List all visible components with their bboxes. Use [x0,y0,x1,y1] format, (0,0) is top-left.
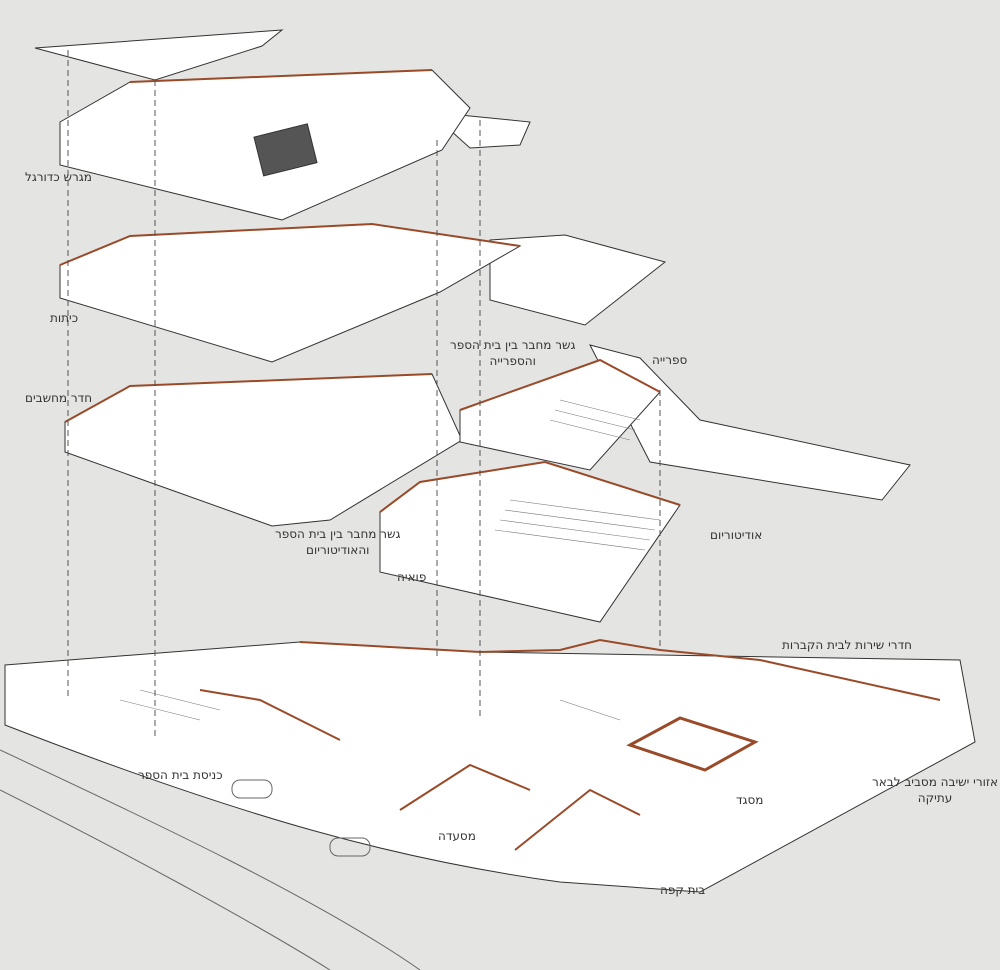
label-bridge-auditorium-line1: גשר מחבר בין בית הספר [275,527,401,541]
label-bridge-auditorium: גשר מחבר בין בית הספר והאודיטוריום [275,526,400,558]
roof-plane [34,29,284,81]
label-bridge-library-line1: גשר מחבר בין בית הספר [450,338,576,352]
label-cemetery-service-rooms: חדרי שירות לבית הקברות [782,638,912,652]
auditorium-block [379,461,681,623]
label-auditorium: אודיטוריום [710,528,763,542]
ground-plane-2 [489,234,667,326]
ground-plane [4,641,976,893]
label-foyer: פואיה [397,570,427,584]
label-computer-room: חדר מחשבים [25,391,93,405]
library-plane [589,344,911,501]
label-restaurant: מסעדה [438,829,476,843]
label-library: ספרייה [652,353,688,367]
label-bridge-library: גשר מחבר בין בית הספר והספרייה [450,337,575,369]
label-bridge-auditorium-line2: והאודיטוריום [306,543,370,557]
label-mosque: מסגד [736,793,764,807]
label-football-field: מגרש כדורגל [25,170,92,184]
label-classrooms: כיתות [50,311,79,325]
label-school-entrance: כניסת בית הספר [138,768,223,782]
label-cafe: בית קפה [660,883,706,897]
label-bridge-library-line2: והספרייה [489,354,536,368]
label-seating-well: אזורי ישיבה מסביב לבאר עתיקה [872,774,998,806]
label-seating-line2: עתיקה [917,791,953,805]
label-seating-line1: אזורי ישיבה מסביב לבאר [872,775,999,789]
